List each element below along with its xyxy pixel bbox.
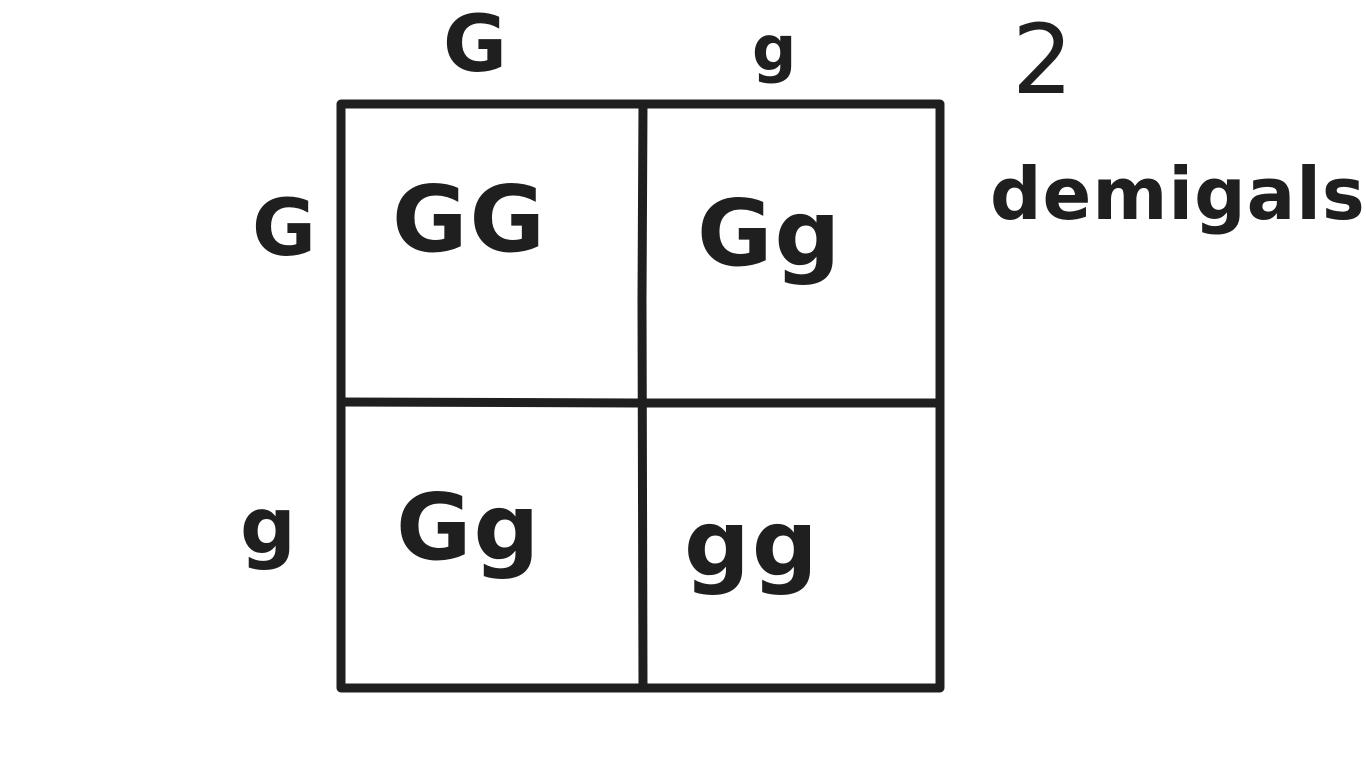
cell-r1-c1: GG — [392, 166, 548, 273]
column-header-2: g — [752, 12, 797, 85]
grid-outer-border — [336, 99, 945, 693]
cell-r2-c2: gg — [684, 490, 820, 597]
grid-horizontal-divider — [336, 397, 943, 408]
note-word: demigals! — [990, 152, 1366, 236]
cell-r1-c2: Gg — [697, 180, 843, 287]
row-header-1: G — [252, 184, 317, 274]
column-header-1: G — [443, 0, 508, 90]
cell-r2-c1: Gg — [396, 474, 542, 581]
grid-vertical-divider — [637, 99, 648, 693]
row-header-2: g — [240, 482, 296, 572]
note-count: 2 — [1012, 4, 1074, 116]
